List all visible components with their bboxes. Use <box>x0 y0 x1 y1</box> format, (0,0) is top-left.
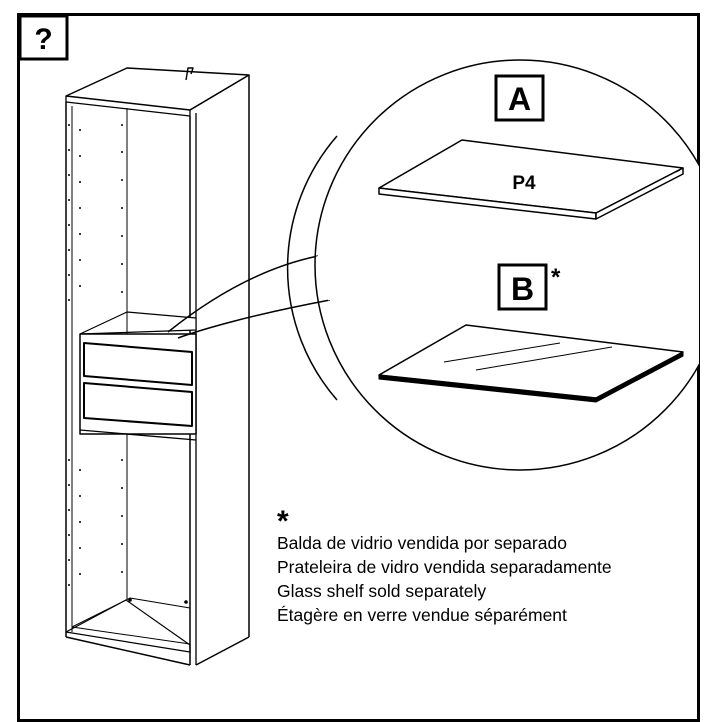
glass-shelf-note: Balda de vidrio vendida por separado Pra… <box>277 531 612 627</box>
option-b-asterisk: * <box>551 264 561 291</box>
glass-shelf <box>378 324 684 403</box>
option-b: B * <box>378 263 684 403</box>
callout-pointer <box>167 255 319 333</box>
note-line-en: Glass shelf sold separately <box>277 581 487 601</box>
glass-reflection <box>443 342 561 363</box>
cabinet-top-panel <box>65 67 250 111</box>
wardrobe-cabinet <box>65 67 250 666</box>
wooden-shelf-p4 <box>378 139 684 220</box>
option-b-badge <box>497 263 548 311</box>
cabinet-bottom-panel <box>65 599 191 653</box>
option-a: A P4 <box>378 74 684 220</box>
page-frame <box>17 13 700 722</box>
help-badge: ? <box>18 14 69 61</box>
note-asterisk: * <box>277 505 289 538</box>
option-a-badge <box>494 74 545 122</box>
shelf-pin-holes <box>68 124 188 604</box>
option-a-part-code: P4 <box>512 173 536 194</box>
drawer-unit <box>79 311 197 441</box>
note-line-es: Balda de vidrio vendida por separado <box>277 533 567 553</box>
callout-circle <box>286 135 338 401</box>
option-a-label: A <box>508 81 531 117</box>
drawer-lower <box>83 382 193 427</box>
option-b-label: B <box>511 271 534 307</box>
hanging-hook <box>185 67 194 81</box>
note-line-pt: Prateleira de vidro vendida separadament… <box>277 557 612 577</box>
detail-callout <box>167 59 699 471</box>
drawer-upper <box>83 342 193 386</box>
note-line-fr: Étagère en verre vendue séparément <box>277 605 567 625</box>
help-badge-label: ? <box>34 23 52 56</box>
